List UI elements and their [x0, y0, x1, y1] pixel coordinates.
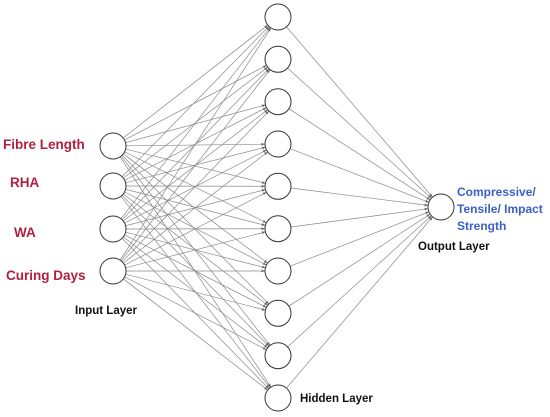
hidden-node-10	[264, 384, 292, 412]
edge-hidden-7-output	[289, 211, 430, 267]
output-label-line-3: Strength	[457, 219, 507, 233]
edge-hidden-3-output	[288, 108, 431, 201]
edge-hidden-4-output	[289, 148, 430, 203]
edge-input-1-hidden-4	[125, 142, 266, 147]
edge-hidden-6-output	[290, 207, 429, 228]
edge-input-4-hidden-6	[125, 231, 266, 269]
hidden-node-7	[264, 257, 292, 285]
input-node-2	[99, 172, 127, 200]
output-label: Compressive/ Tensile/ Impact Strength	[457, 184, 543, 235]
edge-input-1-hidden-10	[119, 156, 272, 388]
output-label-line-2: Tensile/ Impact	[457, 202, 543, 216]
edge-hidden-9-output	[287, 215, 432, 348]
input-label-fibre-length: Fibre Length	[3, 137, 85, 152]
hidden-node-2	[264, 45, 292, 73]
output-node	[427, 193, 455, 221]
edge-input-4-hidden-3	[121, 110, 270, 262]
edge-input-3-hidden-1	[120, 27, 271, 219]
hidden-node-3	[264, 88, 292, 116]
edge-input-4-hidden-5	[124, 191, 267, 266]
edge-input-4-hidden-1	[119, 27, 272, 261]
edge-input-4-hidden-4	[123, 151, 268, 264]
input-label-wa: WA	[14, 225, 36, 240]
edge-input-1-hidden-3	[125, 104, 266, 143]
edge-hidden-10-output	[286, 216, 433, 389]
input-node-1	[99, 132, 127, 160]
edge-hidden-2-output	[287, 67, 432, 199]
edge-input-4-hidden-9	[124, 276, 267, 351]
edge-input-4-hidden-2	[120, 69, 271, 261]
hidden-node-4	[264, 130, 292, 158]
edge-input-1-hidden-9	[120, 155, 271, 346]
input-node-3	[99, 215, 127, 243]
hidden-layer-label: Hidden Layer	[300, 393, 373, 405]
edge-input-4-hidden-10	[123, 278, 268, 391]
output-label-line-1: Compressive/	[457, 185, 536, 199]
hidden-node-1	[264, 3, 292, 31]
edge-input-2-hidden-1	[121, 26, 270, 177]
input-label-rha: RHA	[10, 175, 40, 190]
edge-input-1-hidden-2	[124, 65, 267, 141]
edge-hidden-8-output	[288, 213, 431, 307]
edge-hidden-1-output	[286, 26, 433, 198]
edge-input-1-hidden-6	[124, 151, 267, 224]
input-node-4	[99, 257, 127, 285]
input-layer-label: Input Layer	[75, 305, 137, 317]
hidden-node-9	[264, 342, 292, 370]
edge-input-1-hidden-8	[121, 155, 270, 305]
hidden-node-6	[264, 215, 292, 243]
edge-input-4-hidden-8	[125, 273, 266, 311]
edge-input-1-hidden-1	[122, 24, 269, 139]
hidden-node-5	[264, 172, 292, 200]
hidden-node-8	[264, 299, 292, 327]
input-label-curing-days: Curing Days	[6, 268, 86, 283]
edge-input-1-hidden-7	[123, 153, 268, 264]
output-layer-label: Output Layer	[418, 241, 490, 253]
edge-hidden-5-output	[290, 187, 429, 207]
edge-input-1-hidden-5	[125, 148, 266, 184]
